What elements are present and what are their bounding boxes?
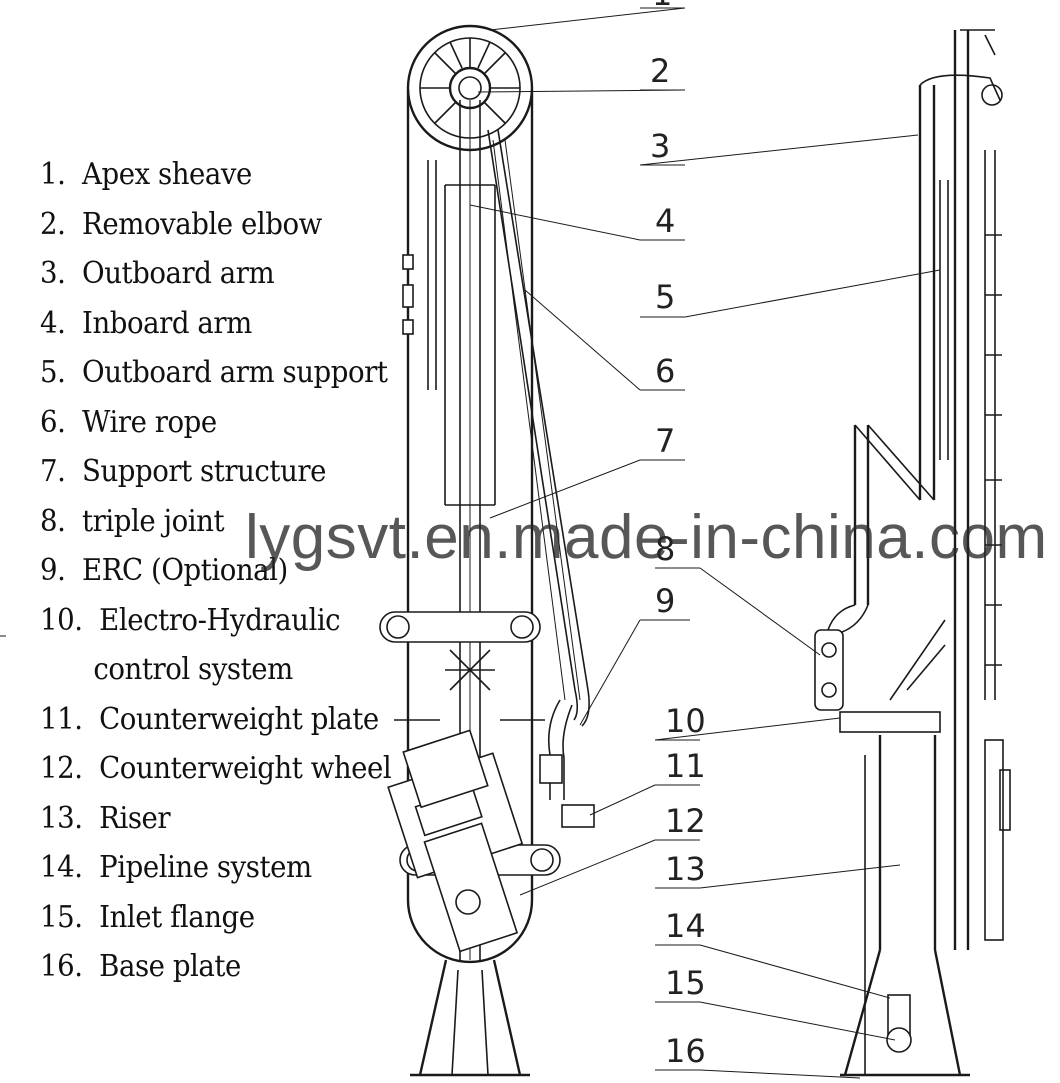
callout-14: 14 (665, 907, 706, 945)
callout-12: 12 (665, 802, 706, 840)
callout-numbers: 1 2 3 4 5 6 7 8 9 10 11 12 13 14 15 16 (650, 0, 706, 1070)
callout-leaders (469, 7, 941, 1079)
callout-13: 13 (665, 850, 706, 888)
callout-9: 9 (655, 582, 675, 620)
legend-item: 14. Pipeline system (40, 850, 312, 885)
legend-item: 4. Inboard arm (40, 305, 252, 341)
callout-6: 6 (655, 352, 675, 390)
legend-item: 12. Counterweight wheel (40, 751, 392, 786)
callout-16: 16 (665, 1032, 706, 1070)
legend-item: 16. Base plate (40, 949, 241, 984)
callout-2: 2 (650, 52, 670, 90)
callout-7: 7 (655, 422, 675, 460)
callout-3: 3 (650, 127, 670, 165)
legend-item-continuation: control system (93, 652, 293, 687)
legend-item: 5. Outboard arm support (40, 355, 388, 390)
legend-item: 1. Apex sheave (40, 157, 252, 192)
side-view (814, 29, 1011, 1077)
legend-item: 8. triple joint (40, 503, 225, 539)
watermark: lygsvt.en.made-in-china.com (245, 503, 1048, 572)
legend-item: 13. Riser (40, 800, 171, 836)
callout-1: 1 (652, 0, 672, 13)
front-view (0, 24, 595, 1077)
legend-item: 7. Support structure (40, 454, 326, 489)
callout-15: 15 (665, 964, 706, 1002)
legend-item: 3. Outboard arm (40, 256, 275, 291)
legend-item: 6. Wire rope (40, 404, 217, 440)
callout-5: 5 (655, 278, 675, 316)
legend-item: 10. Electro-Hydraulic (40, 602, 341, 638)
callout-8: 8 (655, 530, 675, 568)
parts-legend: 1. Apex sheave 2. Removable elbow 3. Out… (40, 150, 422, 992)
legend-item: 2. Removable elbow (40, 206, 322, 242)
callout-4: 4 (655, 202, 675, 240)
callout-11: 11 (665, 747, 706, 785)
callout-10: 10 (665, 702, 706, 740)
legend-item: 15. Inlet flange (40, 899, 255, 935)
legend-item: 9. ERC (Optional) (40, 553, 288, 588)
legend-item: 11. Counterweight plate (40, 701, 379, 737)
